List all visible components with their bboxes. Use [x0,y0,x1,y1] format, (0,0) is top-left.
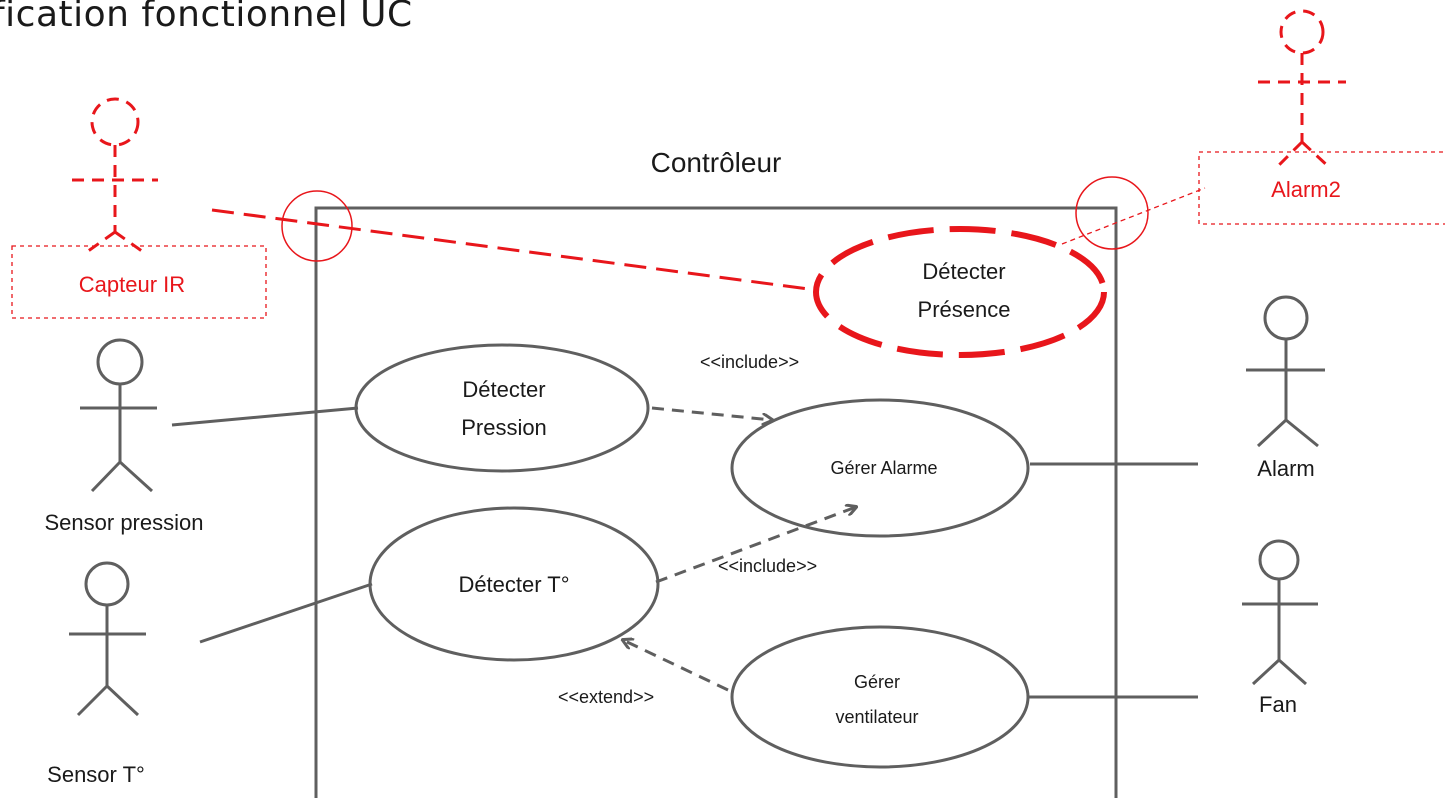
include-arrow-temp-alarme [655,507,856,584]
actor-alarm2-label: Alarm2 [1271,177,1341,202]
use-case-detecter-presence[interactable] [813,226,1107,358]
alarm2-association [1061,187,1206,245]
capteur-ir-label-box [11,245,267,319]
actor-sensor-pression-label: Sensor pression [45,510,204,535]
extend-label: <<extend>> [558,687,654,707]
alarm2-label-box [1198,151,1445,225]
association-sensor-temp [199,582,373,644]
actor-capteur-ir[interactable] [72,97,158,256]
use-case-detecter-pression-label-1: Détecter [462,377,545,402]
use-case-gerer-ventilateur-label-2: ventilateur [835,707,918,727]
use-case-detecter-presence-label-2: Présence [918,297,1011,322]
use-case-detecter-pression[interactable] [354,343,650,473]
slide-title: fication fonctionnel UC [0,0,413,35]
actor-alarm[interactable] [1246,295,1325,448]
extend-arrow-ventilateur-temp [623,640,729,692]
annotation-circle-left [281,190,353,262]
association-sensor-pression [171,406,359,427]
use-case-gerer-alarme[interactable] [730,398,1030,538]
include-label-1: <<include>> [700,352,799,372]
actor-fan[interactable] [1242,539,1318,686]
actor-sensor-pression[interactable] [80,338,157,493]
actor-fan-label: Fan [1259,692,1297,717]
use-case-gerer-alarme-label: Gérer Alarme [830,458,937,478]
use-case-detecter-temp-label: Détecter T° [458,572,569,597]
include-arrow-pression-alarme [651,406,772,420]
use-case-gerer-ventilateur[interactable] [730,625,1030,769]
actor-capteur-ir-label: Capteur IR [79,272,185,297]
use-case-detecter-presence-label-1: Détecter [922,259,1005,284]
actor-sensor-temp-label: Sensor T° [47,762,145,787]
system-label: Contrôleur [651,147,782,178]
use-case-gerer-ventilateur-label-1: Gérer [854,672,900,692]
system-boundary [314,206,1118,798]
actor-alarm2[interactable] [1258,9,1346,170]
use-case-detecter-pression-label-2: Pression [461,415,547,440]
actor-sensor-temp[interactable] [69,561,146,717]
include-label-2: <<include>> [718,556,817,576]
actor-alarm-label: Alarm [1257,456,1314,481]
capteur-ir-association [211,208,817,292]
annotation-circle-right [1075,176,1149,250]
